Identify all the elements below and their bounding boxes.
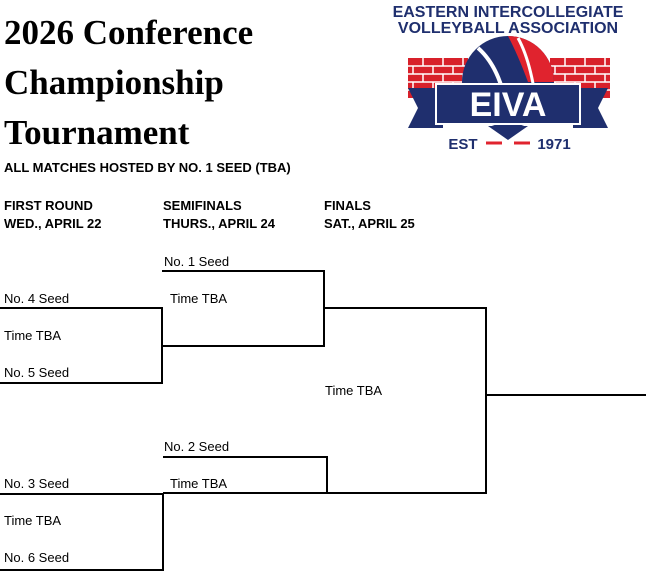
logo-banner-text: EIVA — [470, 86, 547, 124]
page-title: 2026 Conference Championship Tournament — [4, 8, 364, 158]
eiva-banner: EIVA — [408, 83, 608, 128]
bracket-line-sf1 — [162, 270, 325, 347]
match-time: Time TBA — [4, 328, 62, 343]
match-time: Time TBA — [170, 291, 228, 306]
round-header-first: FIRST ROUND WED., APRIL 22 — [4, 197, 102, 233]
round-date: WED., APRIL 22 — [4, 216, 102, 231]
eiva-logo: EASTERN INTERCOLLEGIATE VOLLEYBALL ASSOC… — [393, 4, 624, 153]
round-date: SAT., APRIL 25 — [324, 216, 415, 231]
round-name: SEMIFINALS — [163, 198, 242, 213]
logo-est: EST — [448, 136, 477, 153]
round-date: THURS., APRIL 24 — [163, 216, 275, 231]
bracket-line-final — [324, 307, 487, 494]
round-header-finals: FINALS SAT., APRIL 25 — [324, 197, 415, 233]
bracket-line-sf2 — [163, 456, 328, 494]
round-header-semifinals: SEMIFINALS THURS., APRIL 24 — [163, 197, 275, 233]
bracket-line-r1-m2 — [0, 493, 164, 571]
title-line-1: 2026 Conference — [4, 13, 254, 52]
hosting-note: ALL MATCHES HOSTED BY NO. 1 SEED (TBA) — [4, 160, 291, 175]
round-name: FINALS — [324, 198, 371, 213]
match-time: Time TBA — [4, 513, 62, 528]
seed-label: No. 3 Seed — [4, 476, 70, 491]
title-line-3: Tournament — [4, 113, 190, 152]
logo-line-2: VOLLEYBALL ASSOCIATION — [398, 20, 618, 37]
title-line-2: Championship — [4, 63, 224, 102]
logo-year: 1971 — [537, 136, 570, 153]
logo-line-1: EASTERN INTERCOLLEGIATE — [393, 4, 624, 21]
seed-label: No. 1 Seed — [164, 254, 230, 269]
match-time: Time TBA — [170, 476, 228, 491]
round-name: FIRST ROUND — [4, 198, 93, 213]
match-time: Time TBA — [325, 383, 383, 398]
seed-label: No. 4 Seed — [4, 291, 70, 306]
seed-label: No. 2 Seed — [164, 439, 230, 454]
seed-label: No. 5 Seed — [4, 365, 70, 380]
seed-label: No. 6 Seed — [4, 550, 70, 565]
